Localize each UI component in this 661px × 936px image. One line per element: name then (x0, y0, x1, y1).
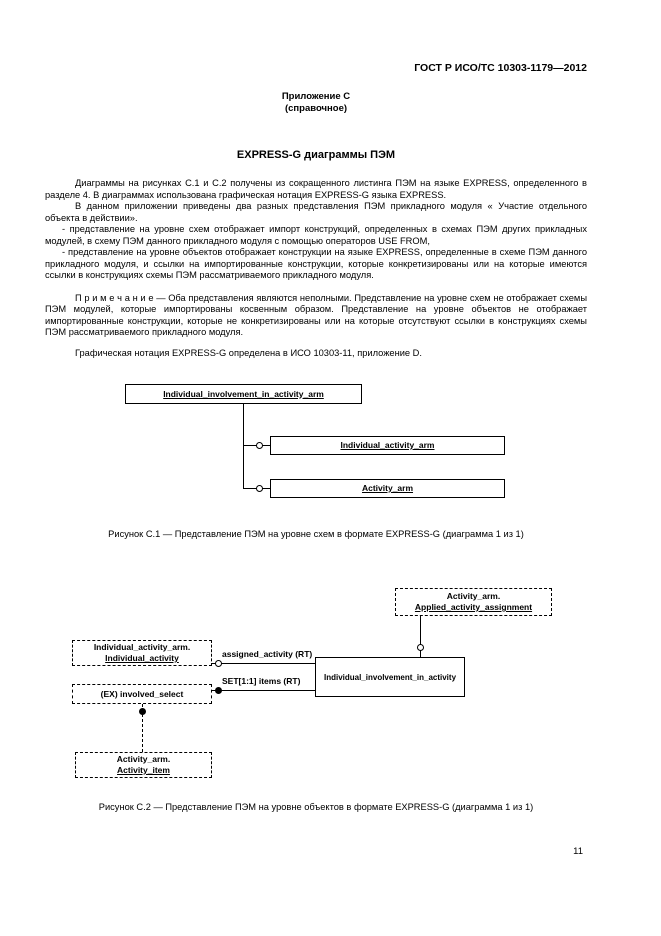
entity-box-individual-involvement-in-activity: Individual_involvement_in_activity (315, 657, 465, 697)
body-paragraph: - представление на уровне объектов отобр… (45, 247, 587, 280)
schema-box-individual-activity-arm: Individual_activity_arm (270, 436, 505, 455)
entity-name: Individual_activity (105, 653, 179, 663)
use-from-trunk-line (243, 404, 244, 489)
figure-c1-caption: Рисунок С.1 — Представление ПЭМ на уровн… (108, 529, 524, 539)
select-member-line (142, 704, 143, 752)
attribute-label-assigned-activity: assigned_activity (RT) (222, 649, 313, 659)
body-paragraph: Диаграммы на рисунках С.1 и С.2 получены… (45, 178, 587, 200)
schema-name: Activity_arm (361, 483, 414, 493)
use-from-circle (256, 485, 263, 492)
schema-name: Individual_activity_arm (340, 440, 435, 450)
select-member-circle (139, 708, 146, 715)
annex-label: Приложение С (281, 91, 351, 102)
schema-prefix: Activity_arm. (446, 591, 501, 601)
figure-c1: Individual_involvement_in_activity_arm I… (45, 359, 587, 524)
section-title: EXPRESS-G диаграммы ПЭМ (236, 149, 396, 161)
entity-name: Individual_involvement_in_activity (323, 672, 457, 682)
attribute-label-items: SET[1:1] items (RT) (222, 676, 301, 686)
annex-kind: (справочное) (284, 103, 348, 114)
select-type-name: (EX) involved_select (100, 688, 184, 699)
schema-prefix: Activity_arm. (116, 754, 171, 764)
content-column: ГОСТ Р ИСО/ТС 10303-1179—2012 Приложение… (45, 62, 587, 813)
doc-number: ГОСТ Р ИСО/ТС 10303-1179—2012 (414, 62, 587, 74)
attribute-circle (215, 660, 222, 667)
schema-box-activity-arm: Activity_arm (270, 479, 505, 498)
body-paragraph: Графическая нотация EXPRESS-G определена… (75, 347, 422, 358)
select-box-involved-select: (EX) involved_select (72, 684, 212, 704)
figure-c2-caption: Рисунок С.2 — Представление ПЭМ на уровн… (98, 802, 534, 812)
entity-name: Applied_activity_assignment (414, 602, 533, 612)
body-paragraph: - представление на уровне схем отображае… (45, 224, 587, 246)
page-number: 11 (573, 846, 583, 857)
ref-box-individual-activity: Individual_activity_arm. Individual_acti… (72, 640, 212, 666)
ref-box-applied-activity-assignment: Activity_arm. Applied_activity_assignmen… (395, 588, 552, 616)
schema-name: Individual_involvement_in_activity_arm (163, 388, 324, 399)
ref-box-activity-item: Activity_arm. Activity_item (75, 752, 212, 778)
use-from-circle (256, 442, 263, 449)
attribute-line-items (212, 690, 315, 691)
entity-name: Activity_item (117, 765, 170, 775)
subtype-circle (417, 644, 424, 651)
figure-c2: Activity_arm. Applied_activity_assignmen… (45, 545, 587, 795)
subtype-line (420, 616, 421, 657)
body-paragraph: В данном приложении приведены два разных… (45, 201, 587, 223)
schema-box-individual-involvement-in-activity-arm: Individual_involvement_in_activity_arm (125, 384, 362, 404)
attribute-circle-filled (215, 687, 222, 694)
attribute-line-assigned-activity (212, 663, 315, 664)
schema-prefix: Individual_activity_arm. (93, 642, 191, 652)
note-paragraph: П р и м е ч а н и е — Оба представления … (45, 292, 587, 338)
